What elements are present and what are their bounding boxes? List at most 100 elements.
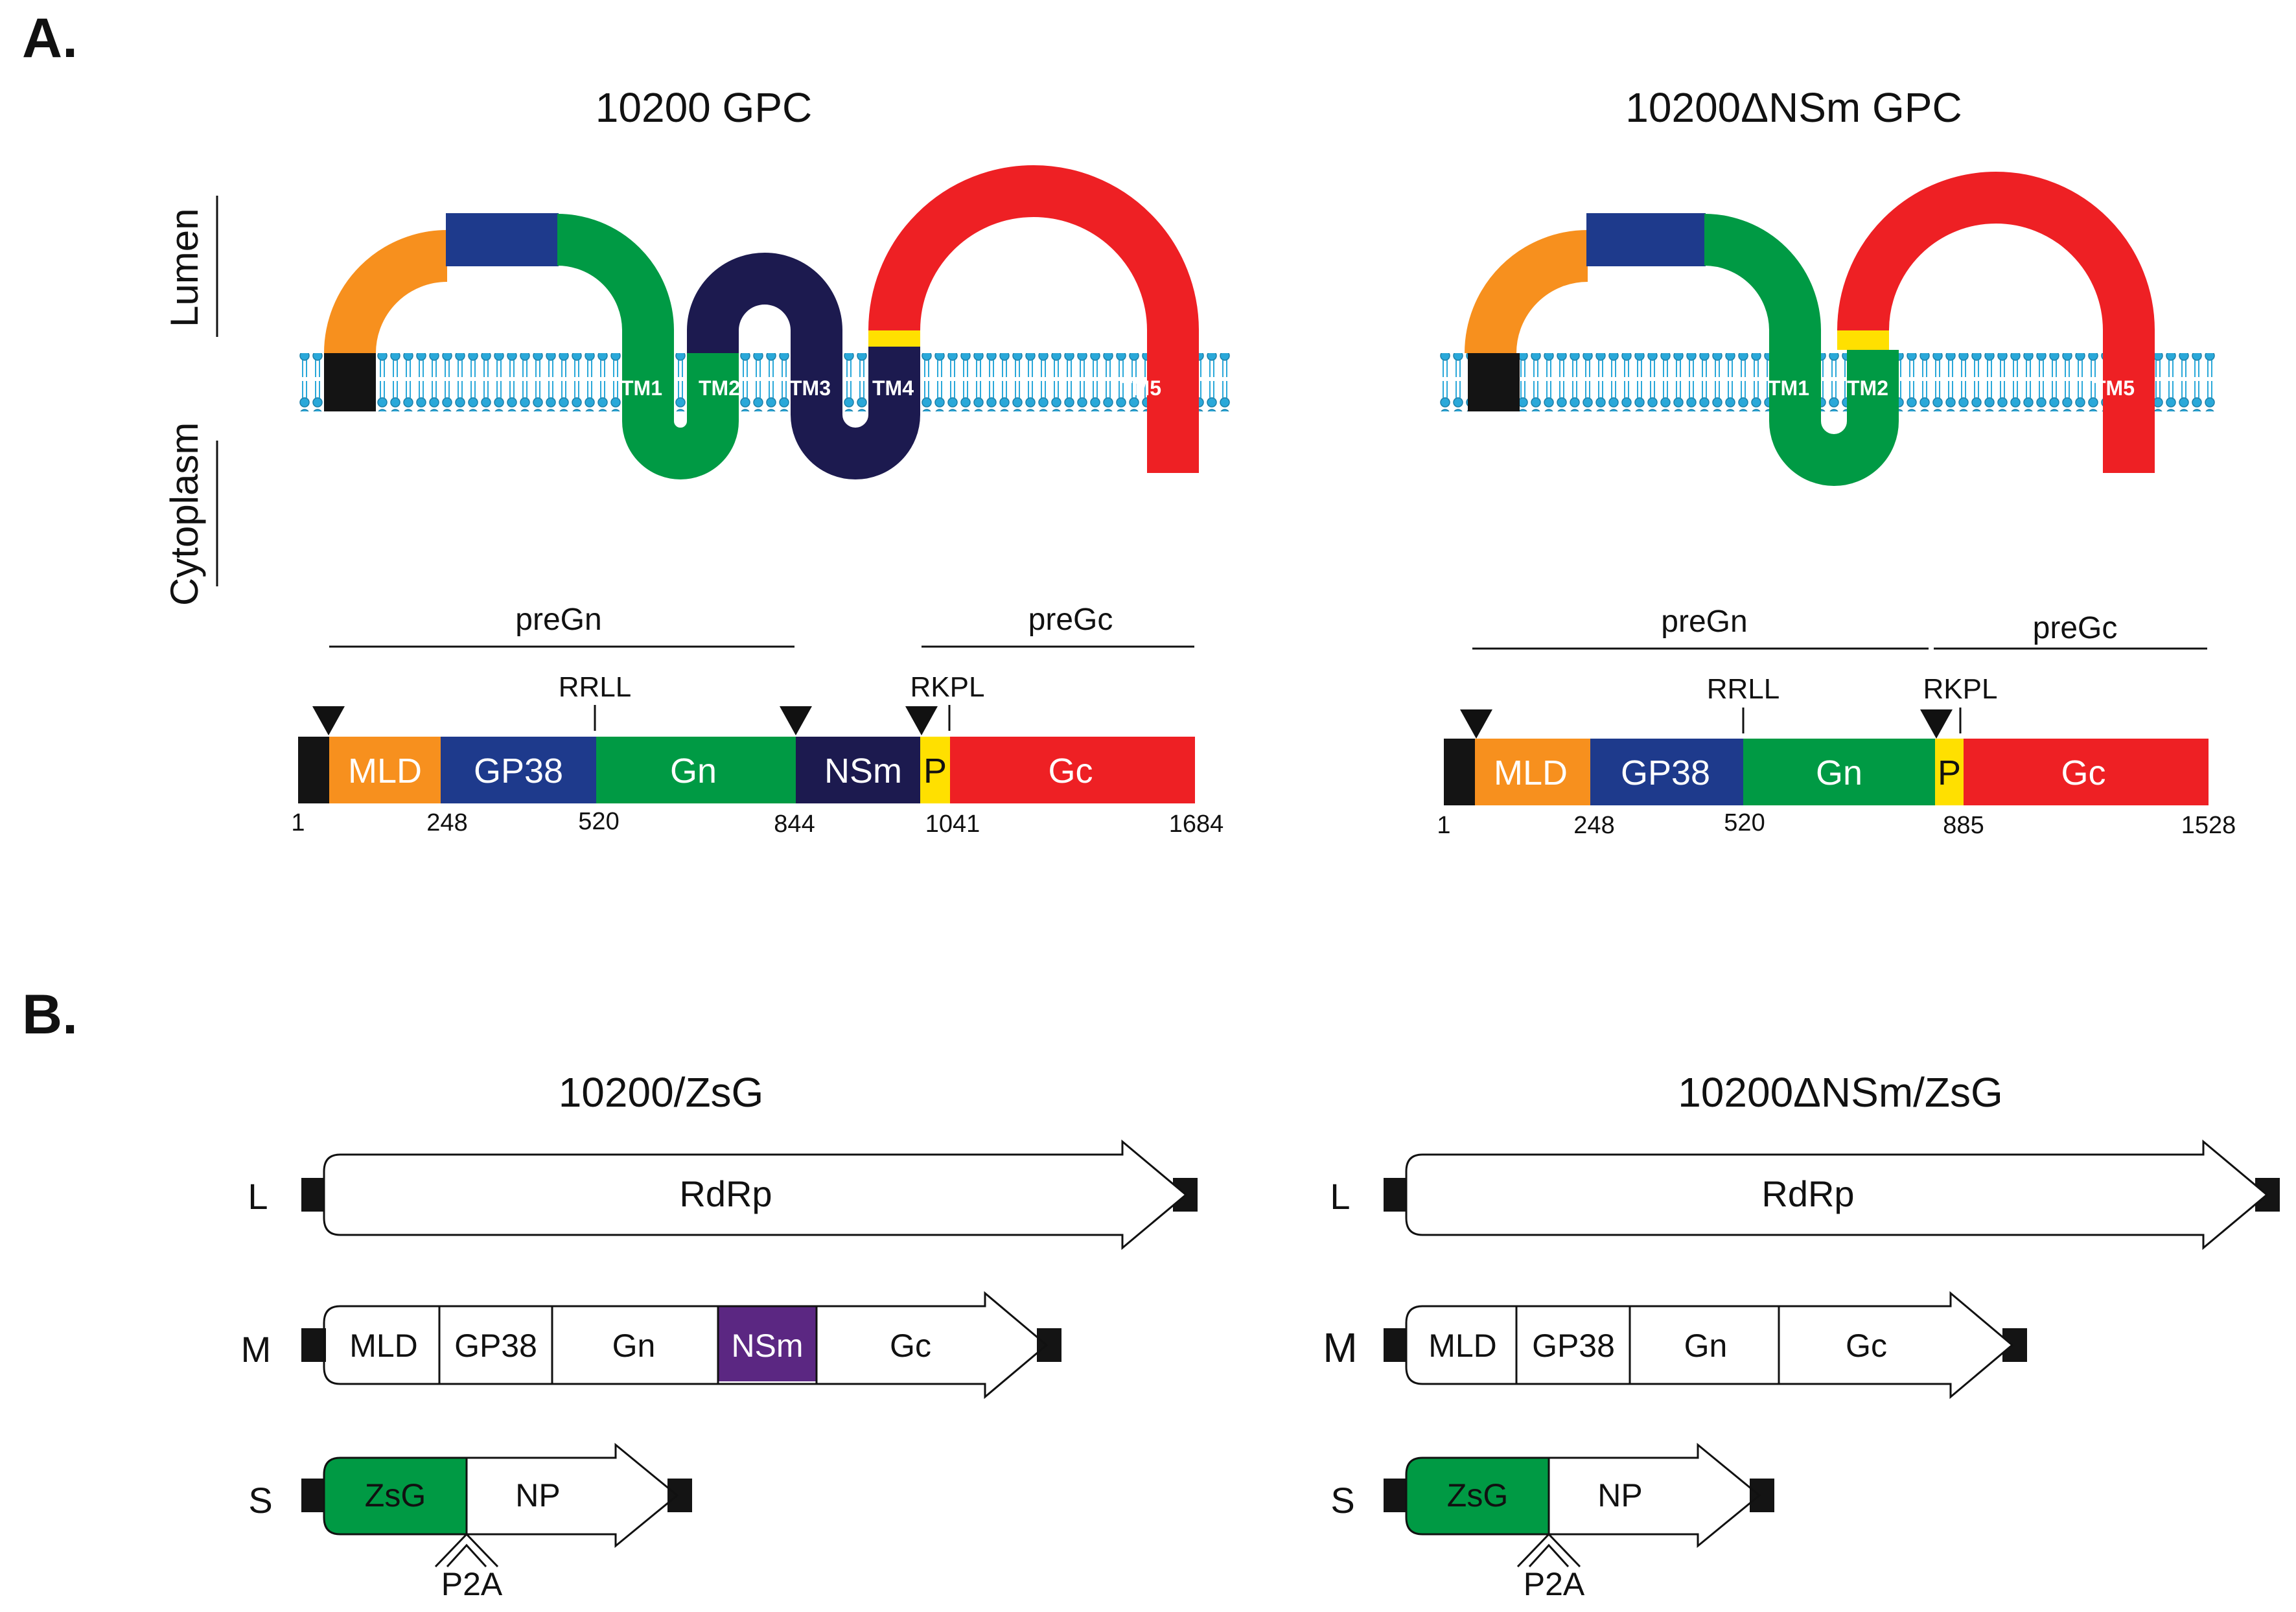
cleavage-marker	[780, 706, 812, 735]
utr-block	[1384, 1479, 1408, 1512]
genome-right-title: 10200ΔNSm/ZsG	[1678, 1069, 2003, 1116]
zsg-gene-label: ZsG	[1447, 1477, 1508, 1514]
pos-label: 520	[578, 808, 619, 835]
membrane-right	[1437, 353, 2215, 411]
gc-text: Gc	[1048, 752, 1093, 790]
gn-text: Gn	[1816, 754, 1862, 792]
gp38-gene-label: GP38	[454, 1328, 537, 1364]
cleavage-marker	[1460, 709, 1492, 739]
pregc-label: preGc	[2033, 611, 2118, 645]
pos-label: 1684	[1169, 811, 1224, 838]
gpc-right-topology: TM1 TM2 TM5	[1437, 172, 2215, 486]
gc-gene-label: Gc	[1846, 1328, 1887, 1364]
gn-loop	[1703, 214, 1899, 486]
gn-gene-label: Gn	[612, 1328, 656, 1364]
mld-text: MLD	[1494, 754, 1568, 792]
m-segment-label: M	[1323, 1324, 1357, 1371]
gn-gene-label: Gn	[1684, 1328, 1728, 1364]
panel-b-label: B.	[22, 984, 78, 1046]
utr-block	[301, 1178, 326, 1212]
gp38-gene-label: GP38	[1532, 1328, 1615, 1364]
pos-label: 1	[291, 809, 305, 836]
tm2-label: TM2	[1847, 376, 1888, 400]
tm5-label: TM5	[1120, 376, 1161, 400]
p-text: P	[923, 752, 947, 790]
p2a-label: P2A	[1524, 1566, 1585, 1602]
utr-block	[301, 1328, 326, 1362]
pos-label: 248	[1573, 812, 1614, 839]
utr-block	[1750, 1479, 1774, 1512]
zsg-gene-fill	[1406, 1458, 1549, 1534]
lumen-label: Lumen	[163, 209, 206, 327]
mld-loop	[324, 230, 448, 354]
np-gene-label: NP	[515, 1477, 560, 1514]
rdrp-label: RdRp	[1761, 1173, 1854, 1214]
m-orf-arrow	[323, 1291, 1049, 1399]
s-segment-label: S	[248, 1480, 272, 1521]
p-block	[1935, 739, 1964, 805]
signal-block	[1444, 739, 1475, 805]
gpc-right-title: 10200ΔNSm GPC	[1625, 84, 1962, 131]
nsm-text: NSm	[824, 752, 902, 790]
gp38-text: GP38	[474, 752, 563, 790]
gc-text: Gc	[2061, 754, 2105, 792]
m-orf-arrow	[1405, 1291, 2014, 1399]
mld-block	[329, 737, 441, 803]
nsm-loop	[687, 253, 920, 479]
gp38-block	[1590, 739, 1743, 805]
gpc-left-linear-map: preGn preGc RRLL RKPL MLD GP38 Gn NSm P …	[291, 603, 1223, 838]
gc-loop	[868, 165, 1199, 473]
l-segment-label: L	[1330, 1176, 1350, 1217]
zsg-gene-label: ZsG	[365, 1477, 426, 1514]
p2a-marker	[446, 1543, 487, 1568]
gc-block	[1964, 739, 2209, 805]
genome-left-title: 10200/ZsG	[559, 1069, 764, 1116]
gc-loop	[1837, 172, 2155, 473]
rrll-label: RRLL	[1707, 673, 1780, 705]
panel-a-label: A.	[22, 7, 78, 69]
rkpl-label: RKPL	[1923, 673, 1998, 705]
gpc-left-title: 10200 GPC	[596, 84, 812, 131]
cleavage-marker	[312, 706, 345, 735]
rrll-label: RRLL	[559, 671, 632, 703]
gpc-right-linear-map: preGn preGc RRLL RKPL MLD GP38 Gn P Gc 1…	[1437, 604, 2236, 839]
tm4-label: TM4	[872, 376, 914, 400]
mld-loop	[1465, 230, 1589, 354]
pos-label: 1	[1437, 812, 1450, 839]
mld-gene-label: MLD	[349, 1328, 418, 1364]
gp38-block	[441, 737, 596, 803]
p2a-marker	[434, 1532, 499, 1568]
gc-block	[950, 737, 1195, 803]
gn-block	[1743, 739, 1935, 805]
pos-label: 1528	[2181, 812, 2236, 839]
gn-loop	[556, 214, 739, 479]
pos-label: 885	[1943, 812, 1984, 839]
cleavage-marker	[1920, 709, 1953, 739]
utr-block	[1384, 1328, 1408, 1362]
tm1-label: TM1	[621, 376, 662, 400]
cleavage-marker	[905, 706, 938, 735]
l-orf-arrow	[1405, 1139, 2269, 1250]
rkpl-label: RKPL	[910, 671, 985, 703]
pos-label: 844	[774, 811, 815, 838]
signal-peptide	[1468, 353, 1520, 411]
pregc-label: preGc	[1028, 603, 1113, 637]
tm2-label: TM2	[699, 376, 740, 400]
tm3-label: TM3	[789, 376, 831, 400]
utr-block	[301, 1479, 326, 1512]
l-segment-label: L	[248, 1176, 268, 1217]
s-orf-arrow	[1405, 1442, 1761, 1549]
mld-text: MLD	[348, 752, 422, 790]
membrane-left	[297, 353, 1231, 411]
utr-block	[1384, 1178, 1408, 1212]
gpc-left-topology: TM1 TM2 TM3 TM4 TM5	[297, 165, 1231, 479]
pos-label: 1041	[925, 811, 980, 838]
genome-left: L RdRp M MLD GP38 Gn NSm Gc S ZsG NP P2A	[241, 1139, 1198, 1602]
genome-right: L RdRp M MLD GP38 Gn Gc S ZsG NP P2A	[1323, 1139, 2280, 1602]
m-segment-label: M	[241, 1329, 272, 1370]
s-segment-label: S	[1330, 1480, 1354, 1521]
p-block	[920, 737, 950, 803]
nsm-gene-label: NSm	[731, 1328, 803, 1364]
mld-block	[1475, 739, 1590, 805]
